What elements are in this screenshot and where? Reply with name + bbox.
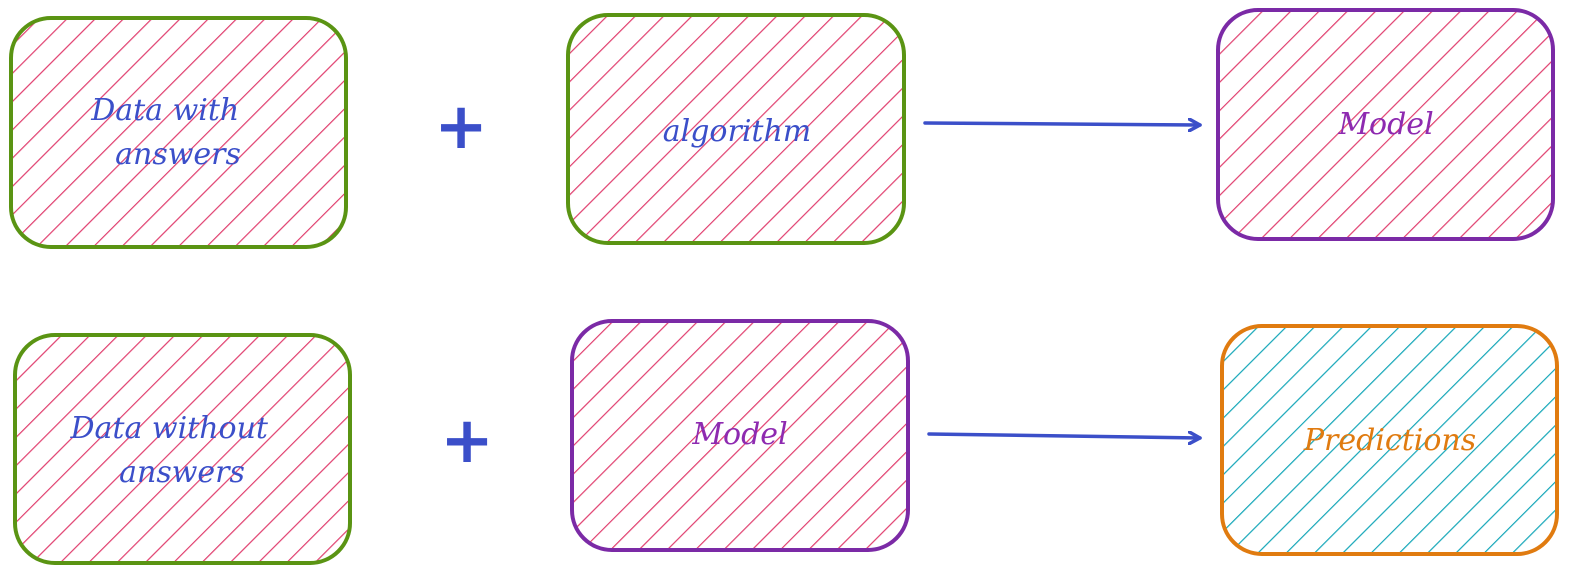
box-data-without-answers-label: Data without answers [69, 411, 277, 490]
box-model-input-line-1: Model [691, 417, 787, 452]
arrow-to-predictions [927, 434, 1202, 438]
box-model-input-label: Model [691, 417, 787, 452]
box-model-input: Model [570, 319, 910, 552]
box-data-with-answers: Data with answers [9, 16, 348, 249]
row-1: Data with answers + algorithm Model [9, 8, 1555, 249]
box-data-with-answers-line-2: answers [115, 137, 241, 172]
box-algorithm-label: algorithm [663, 114, 812, 149]
row-2: Data without answers + Model Predictions [13, 319, 1559, 565]
box-algorithm: algorithm [566, 13, 906, 245]
box-algorithm-line-1: algorithm [663, 114, 812, 149]
box-data-without-answers: Data without answers [13, 333, 352, 565]
box-predictions-line-1: Predictions [1303, 423, 1476, 458]
box-predictions: Predictions [1220, 324, 1559, 556]
box-data-with-answers-label: Data with answers [90, 93, 249, 172]
plus-operator-1: + [434, 90, 488, 164]
box-model-output: Model [1216, 8, 1555, 241]
box-data-without-answers-line-1: Data without [69, 411, 268, 446]
arrow-to-model [923, 123, 1202, 125]
plus-operator-2: + [440, 404, 494, 478]
box-model-output-line-1: Model [1337, 107, 1433, 142]
box-data-with-answers-line-1: Data with [90, 93, 239, 128]
box-data-without-answers-line-2: answers [119, 455, 245, 490]
box-model-output-label: Model [1337, 107, 1433, 142]
box-predictions-label: Predictions [1303, 423, 1476, 458]
